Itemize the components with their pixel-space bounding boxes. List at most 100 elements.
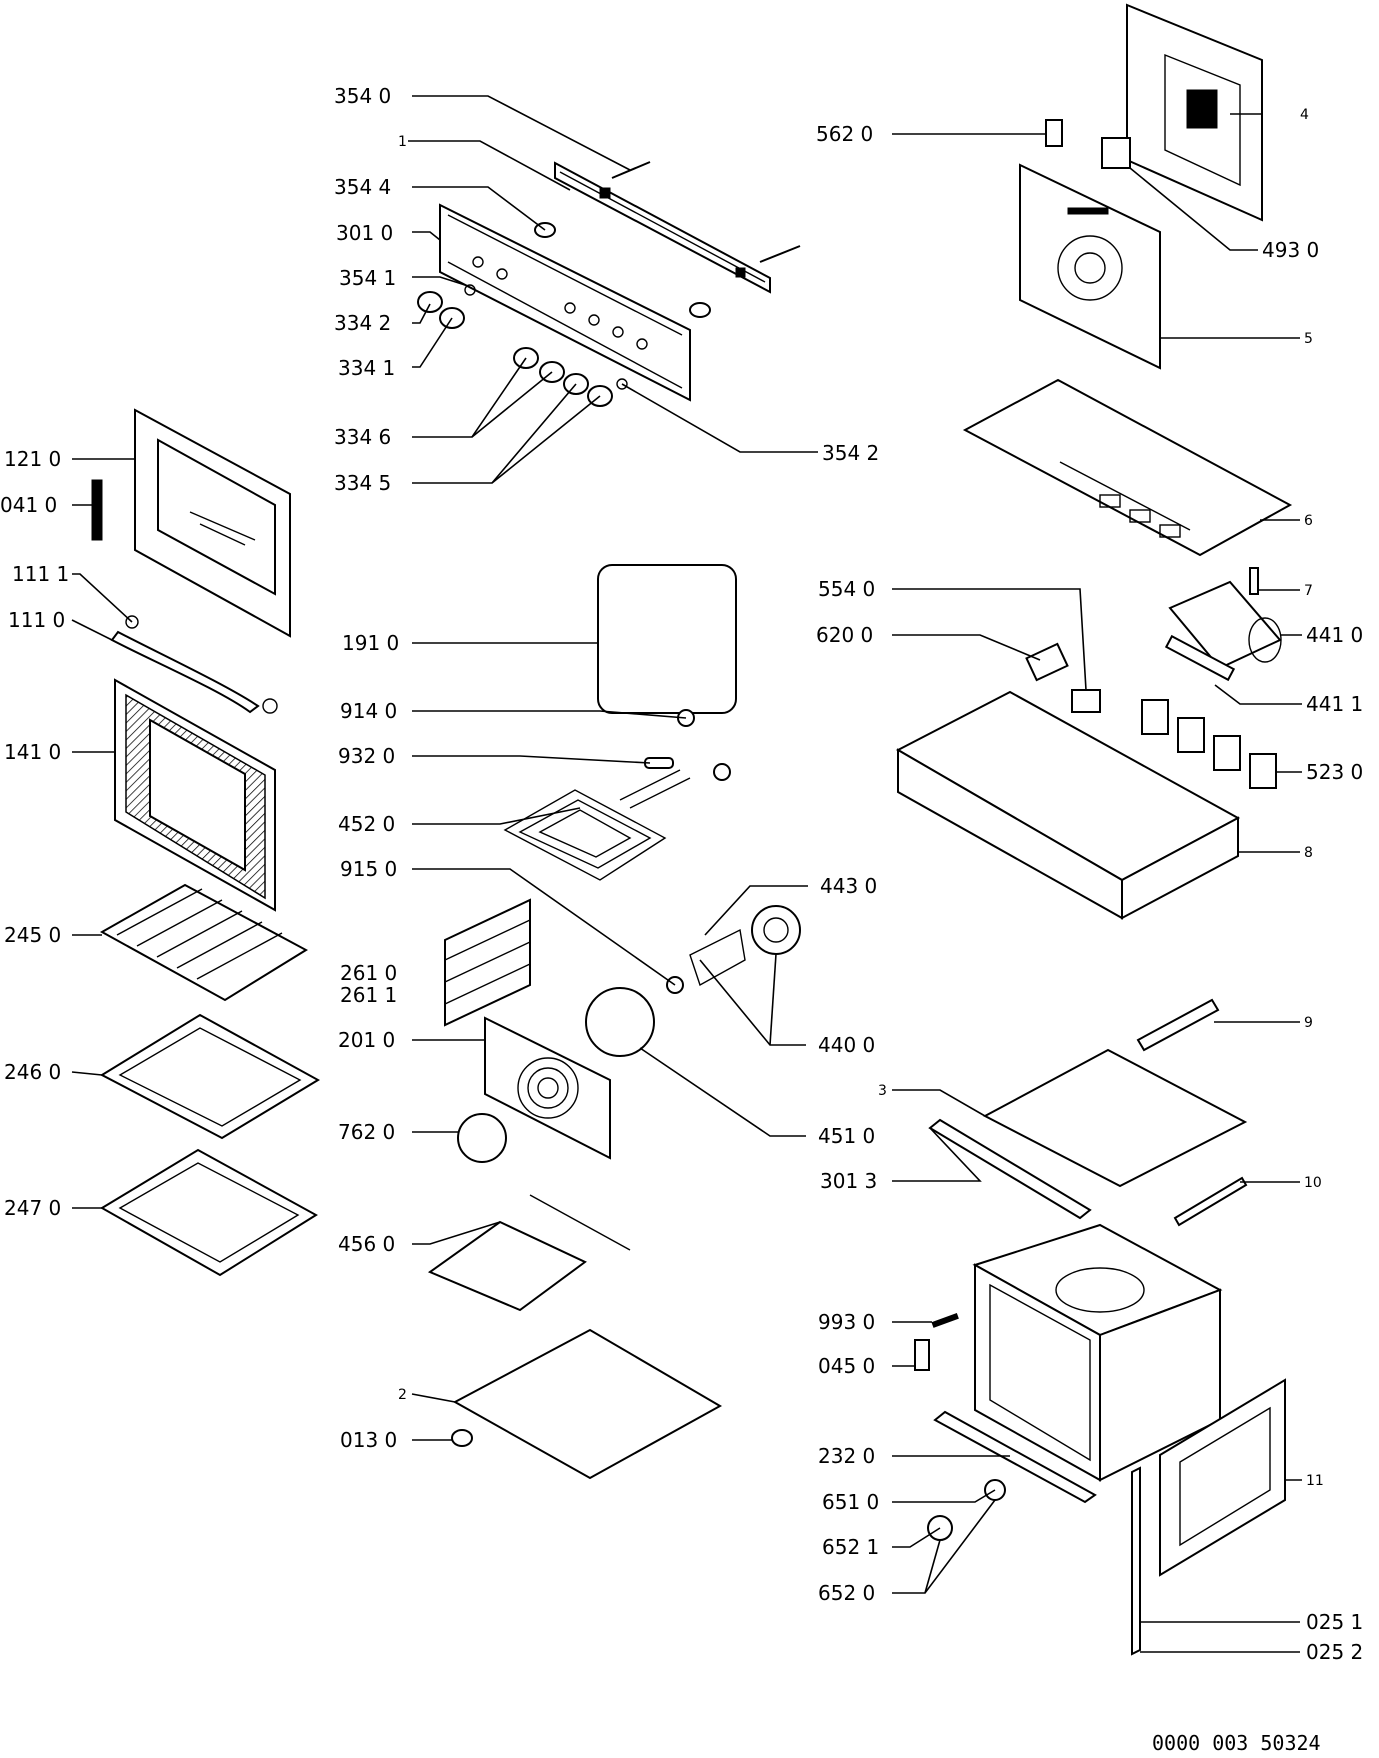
bottom-plate-part (452, 1328, 723, 1480)
label-121-0: 121 0 (4, 447, 61, 471)
label-554-0: 554 0 (818, 577, 875, 601)
oven-door-seal-part (597, 564, 737, 714)
selector-switch-part (1141, 699, 1277, 789)
door-handle-part (110, 615, 278, 714)
label-441-1: 441 1 (1306, 692, 1363, 716)
tangential-fan-part (1168, 580, 1282, 670)
electrical-base-part (895, 690, 1241, 920)
label-354-2: 354 2 (822, 441, 879, 465)
label-652-1: 652 1 (822, 1535, 879, 1559)
component-493-part (1101, 137, 1131, 169)
front-frame-part (1159, 1378, 1286, 1577)
label-025-1: 025 1 (1306, 1610, 1363, 1634)
side-panel-part (982, 1048, 1248, 1188)
callout-11: 11 (1306, 1473, 1324, 1489)
fan-cover-part (484, 1016, 611, 1160)
label-523-0: 523 0 (1306, 760, 1363, 784)
label-451-0: 451 0 (818, 1124, 875, 1148)
strip-9-part (1136, 998, 1220, 1052)
label-245-0: 245 0 (4, 923, 61, 947)
document-number: 0000 003 50324 (1152, 1731, 1321, 1755)
top-panel-part (962, 378, 1293, 557)
fan-ring-part (585, 987, 655, 1057)
switch-562-part (1045, 119, 1063, 147)
label-354-0: 354 0 (334, 84, 391, 108)
label-247-0: 247 0 (4, 1196, 61, 1220)
callout-4: 4 (1300, 107, 1309, 123)
control-bracket-part (554, 161, 801, 294)
rear-cover-part (1126, 3, 1263, 222)
label-443-0: 443 0 (820, 874, 877, 898)
label-441-0: 441 0 (1306, 623, 1363, 647)
label-993-0: 993 0 (818, 1310, 875, 1334)
callout-7: 7 (1304, 583, 1313, 599)
callout-8: 8 (1304, 845, 1313, 861)
label-652-0: 652 0 (818, 1581, 875, 1605)
trim-rail-part (928, 1118, 1092, 1220)
label-493-0: 493 0 (1262, 238, 1319, 262)
callout-9: 9 (1304, 1015, 1313, 1031)
thermostat-554-part (1071, 689, 1101, 713)
label-232-0: 232 0 (818, 1444, 875, 1468)
label-111-1: 111 1 (12, 562, 69, 586)
screw-993-part (931, 1313, 959, 1328)
label-334-5: 334 5 (334, 471, 391, 495)
label-334-1: 334 1 (338, 356, 395, 380)
label-440-0: 440 0 (818, 1033, 875, 1057)
bottom-trim-part (933, 1410, 1097, 1504)
shelf-support-part (444, 898, 531, 1027)
label-914-0: 914 0 (340, 699, 397, 723)
label-354-1: 354 1 (339, 266, 396, 290)
label-301-3: 301 3 (820, 1169, 877, 1193)
label-334-2: 334 2 (334, 311, 391, 335)
label-246-0: 246 0 (4, 1060, 61, 1084)
label-354-4: 354 4 (334, 175, 391, 199)
wire-shelf-part (99, 883, 309, 1002)
callout-6: 6 (1304, 513, 1313, 529)
label-651-0: 651 0 (822, 1490, 879, 1514)
callout-2: 2 (398, 1387, 407, 1403)
callout-10: 10 (1304, 1175, 1322, 1191)
grill-pan-rack-part (427, 1194, 631, 1312)
baking-tray-part (99, 1013, 320, 1140)
back-wall-part (1019, 163, 1161, 370)
filter-620-part (1025, 642, 1069, 682)
cover-plate-762-part (457, 1113, 507, 1163)
control-panel-part (439, 203, 691, 402)
label-025-2: 025 2 (1306, 1640, 1363, 1664)
label-915-0: 915 0 (340, 857, 397, 881)
label-191-0: 191 0 (342, 631, 399, 655)
deep-tray-part (100, 1148, 318, 1277)
oven-door-frame-part (134, 408, 291, 638)
strip-10-part (1173, 1176, 1248, 1227)
label-562-0: 562 0 (816, 122, 873, 146)
callout-3: 3 (878, 1083, 887, 1099)
terminal-block-part (1164, 634, 1236, 682)
label-111-0: 111 0 (8, 608, 65, 632)
label-762-0: 762 0 (338, 1120, 395, 1144)
inner-glass-panel-part (114, 678, 276, 912)
callout-1: 1 (398, 134, 407, 150)
heating-element-part (503, 769, 691, 881)
leader-lines (71, 95, 1302, 1653)
lamp-holder-045-part (914, 1339, 930, 1371)
clip-7-part (1249, 567, 1259, 595)
fitting-932-part (713, 763, 731, 781)
label-456-0: 456 0 (338, 1232, 395, 1256)
label-620-0: 620 0 (816, 623, 873, 647)
seal-strip-025-part (1131, 1466, 1141, 1656)
label-301-0: 301 0 (336, 221, 393, 245)
label-932-0: 932 0 (338, 744, 395, 768)
door-hinge-part (91, 479, 103, 541)
label-201-0: 201 0 (338, 1028, 395, 1052)
label-141-0: 141 0 (4, 740, 61, 764)
foot-013-part (451, 1429, 473, 1447)
label-452-0: 452 0 (338, 812, 395, 836)
label-261-1: 261 1 (340, 983, 397, 1007)
label-041-0: 041 0 (0, 493, 57, 517)
callout-5: 5 (1304, 331, 1313, 347)
fan-motor-part (666, 905, 801, 994)
label-045-0: 045 0 (818, 1354, 875, 1378)
label-261-0: 261 0 (340, 961, 397, 985)
